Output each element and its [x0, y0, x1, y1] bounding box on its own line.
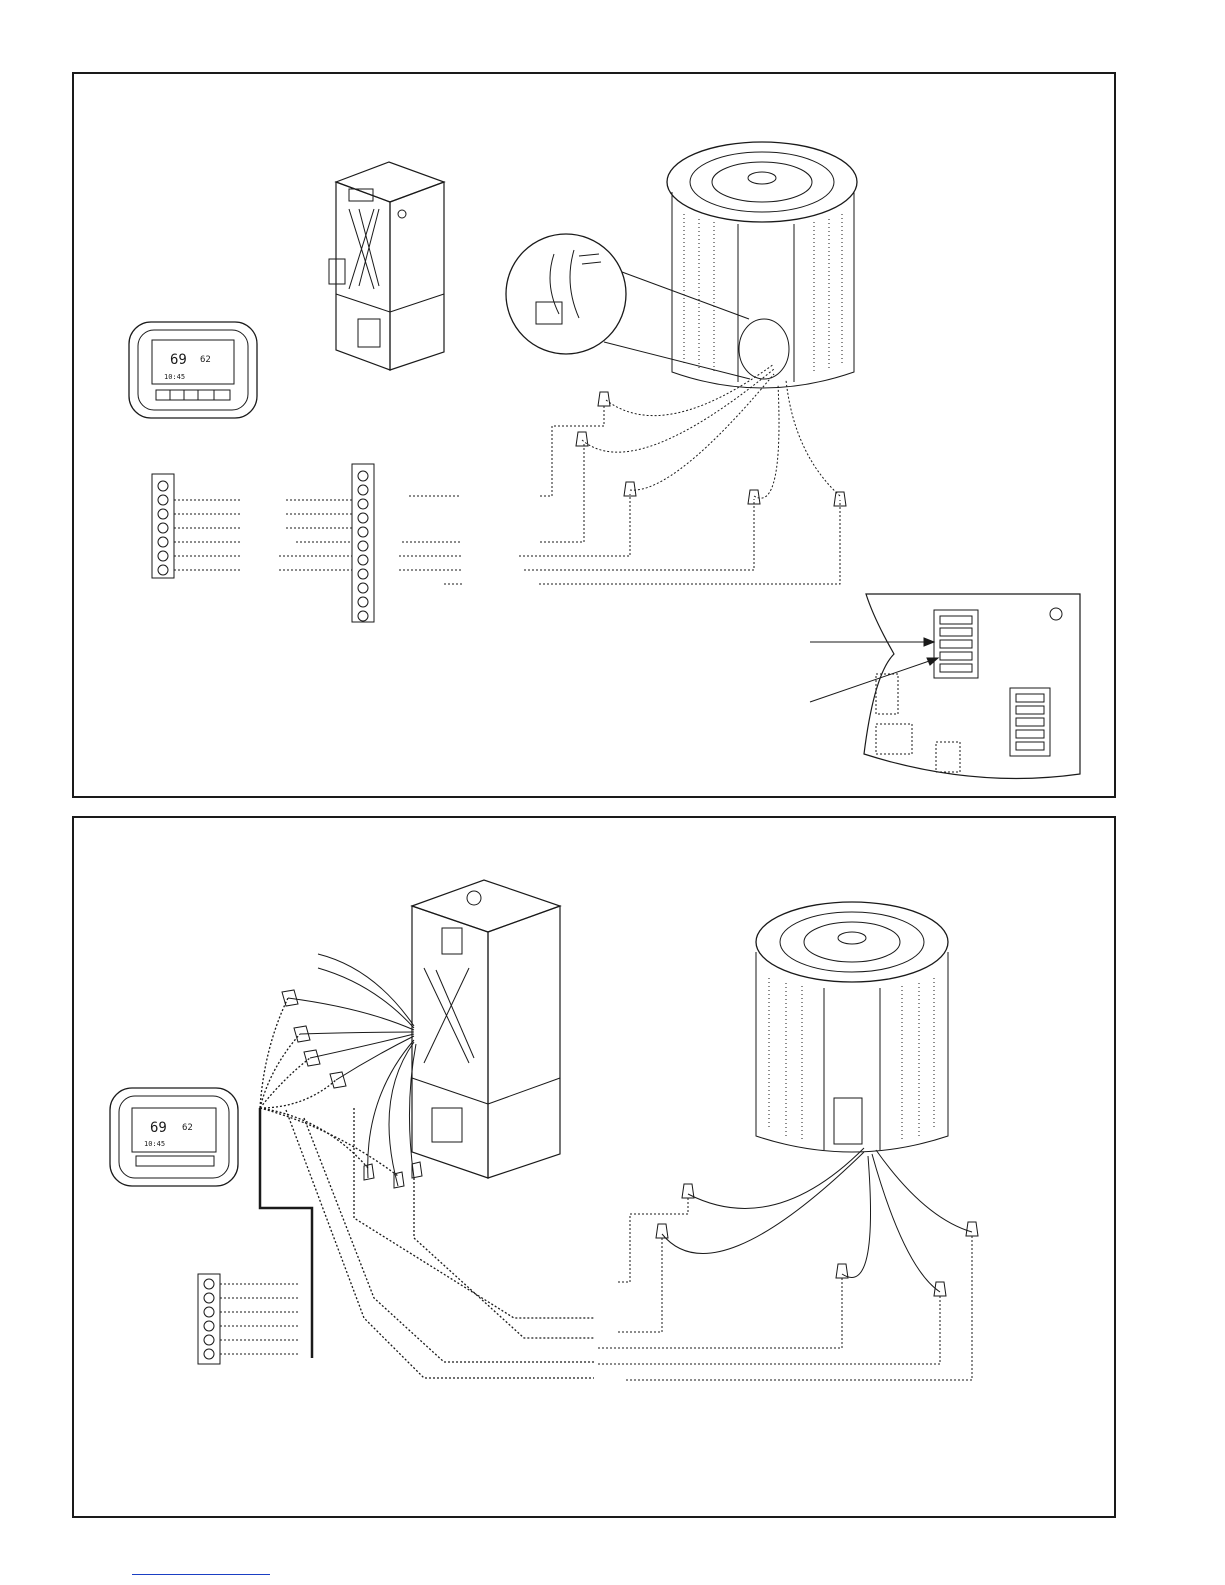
thermostat-temperature: 69 [150, 1120, 167, 1136]
wiring-diagram-bottom-svg: 69 62 10:45 [74, 818, 1114, 1516]
wire-nut-connectors [576, 392, 846, 506]
thermostat: 69 62 10:45 [110, 1088, 238, 1186]
outdoor-condenser-unit [756, 902, 948, 1152]
air-handler-pigtail-wires [288, 954, 416, 1186]
wiring-diagram-top-svg: 69 62 10:45 [74, 74, 1114, 796]
thermostat: 69 62 10:45 [129, 322, 257, 418]
thermostat-setpoint: 62 [200, 355, 211, 365]
control-board-detail [810, 594, 1080, 779]
footer-link-underline[interactable] [132, 1574, 270, 1575]
thermostat-wiring [220, 1284, 298, 1354]
air-handler-terminal-strip [352, 464, 374, 622]
thermostat-time: 10:45 [144, 1140, 165, 1148]
thermostat-time: 10:45 [164, 373, 185, 381]
thermostat-terminal-strip [198, 1274, 220, 1364]
outdoor-condenser-unit [506, 142, 857, 388]
thermostat-terminal-strip [152, 474, 174, 578]
thermostat-setpoint: 62 [182, 1123, 193, 1133]
outdoor-wiring [399, 364, 840, 584]
wiring-diagram-panel-bottom: 69 62 10:45 [72, 816, 1116, 1518]
outdoor-wiring [598, 1198, 972, 1380]
air-handler-unit [329, 162, 444, 370]
air-handler-unit [412, 880, 560, 1178]
outdoor-unit-wires [662, 1148, 972, 1292]
thermostat-cable [260, 1108, 312, 1358]
wire-nut-connectors [282, 990, 978, 1296]
wiring-diagram-panel-top: 69 62 10:45 [72, 72, 1116, 798]
thermostat-temperature: 69 [170, 352, 187, 368]
thermostat-wiring [174, 500, 352, 570]
field-wiring [260, 998, 594, 1378]
